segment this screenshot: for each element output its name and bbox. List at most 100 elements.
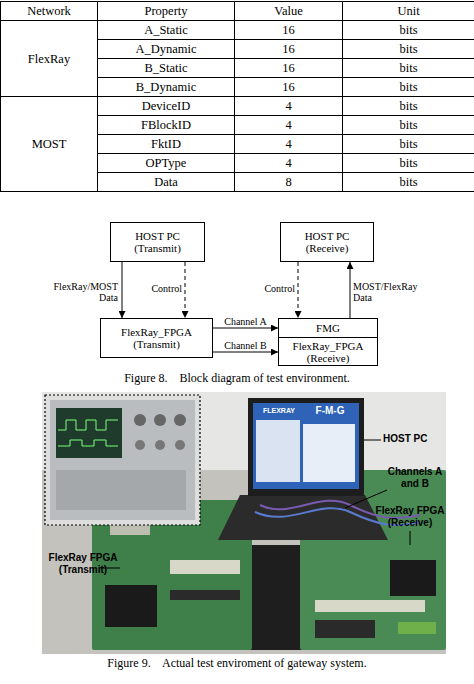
table-cell: 4 xyxy=(235,154,343,173)
table-cell: A_Dynamic xyxy=(98,40,235,59)
waveform xyxy=(58,440,118,446)
table-row: FlexRayA_Static16bits xyxy=(1,21,474,40)
table-cell: bits xyxy=(343,154,474,173)
table-cell: Property xyxy=(98,2,235,21)
knob xyxy=(154,414,166,426)
board-connector xyxy=(170,590,240,600)
table-cell: bits xyxy=(343,40,474,59)
table-cell: Value xyxy=(235,2,343,21)
box-text: FlexRay_FPGA (Transmit) xyxy=(115,326,199,350)
cell-text: Data xyxy=(154,175,178,189)
process-box: HOST PC (Transmit) xyxy=(110,222,205,262)
text-label: FlexRay FPGA (Receive) xyxy=(372,505,448,529)
table-row: Network Property Value Unit xyxy=(1,2,474,21)
table-cell: B_Static xyxy=(98,59,235,78)
cell-text: OPType xyxy=(146,156,187,170)
table-cell: 4 xyxy=(235,135,343,154)
table-cell: Network xyxy=(1,2,98,21)
cell-text: B_Dynamic xyxy=(136,80,196,94)
cell-text: bits xyxy=(399,80,417,94)
table-cell: Data xyxy=(98,173,235,192)
board-connector xyxy=(315,600,425,612)
cell-text: 16 xyxy=(282,42,295,56)
table-cell: bits xyxy=(343,116,474,135)
leader-line xyxy=(364,440,381,441)
table-cell: B_Dynamic xyxy=(98,78,235,97)
cell-text: bits xyxy=(399,156,417,170)
cell-text: bits xyxy=(399,23,417,37)
control-arrow xyxy=(185,262,186,318)
cell-text: bits xyxy=(399,137,417,151)
photo-background xyxy=(42,392,446,654)
laptop-screen-frame xyxy=(248,398,364,496)
text-label: FlexRay FPGA (Transmit) xyxy=(46,552,120,576)
table-cell: 8 xyxy=(235,173,343,192)
text-label: F-M-G xyxy=(303,405,357,417)
box-text: HOST PC (Receive) xyxy=(296,230,358,254)
cell-text: Unit xyxy=(397,4,419,18)
leader-line xyxy=(410,531,411,545)
data-arrow xyxy=(213,328,278,329)
text-label: Figure 8. Block diagram of test environm… xyxy=(0,371,474,385)
oscilloscope-panel xyxy=(56,470,186,510)
table-cell: FBlockID xyxy=(98,116,235,135)
inset-frame xyxy=(45,395,200,525)
box-text: FlexRay_FPGA (Receive) xyxy=(286,340,370,364)
knob xyxy=(155,440,165,450)
board-component xyxy=(315,620,375,638)
table-cell: A_Static xyxy=(98,21,235,40)
cell-text: bits xyxy=(399,99,417,113)
cell-text: A_Dynamic xyxy=(135,42,196,56)
cell-text: 16 xyxy=(282,23,295,37)
table-cell: DeviceID xyxy=(98,97,235,116)
table-cell: bits xyxy=(343,78,474,97)
cell-text: 4 xyxy=(285,99,291,113)
data-arrow xyxy=(213,352,278,353)
cell-text: FlexRay xyxy=(28,52,70,66)
table-cell: OPType xyxy=(98,154,235,173)
process-box: FlexRay_FPGA (Transmit) xyxy=(100,318,213,358)
table-cell: FktID xyxy=(98,135,235,154)
table-cell: bits xyxy=(343,135,474,154)
cell-text: bits xyxy=(399,42,417,56)
board-chip xyxy=(105,585,157,627)
table-row: Data 8 bits xyxy=(1,173,474,192)
cell-text: 4 xyxy=(285,118,291,132)
board-connector xyxy=(170,560,240,574)
screen-window xyxy=(256,420,300,482)
cell-text: 16 xyxy=(282,80,295,94)
table-cell: 16 xyxy=(235,59,343,78)
text-label: Channels A and B xyxy=(386,466,444,490)
table-row: FBlockID 4 bits xyxy=(1,116,474,135)
table-cell: bits xyxy=(343,21,474,40)
table-cell: bits xyxy=(343,173,474,192)
edge-label: Control xyxy=(257,283,295,294)
table-body: NetworkPropertyValueUnitFlexRayA_Static1… xyxy=(1,2,474,192)
board-chip xyxy=(390,560,436,596)
screen-window xyxy=(303,424,355,482)
data-arrow xyxy=(350,262,351,318)
waveform xyxy=(58,420,118,430)
cell-text: 8 xyxy=(285,175,291,189)
box-text: HOST PC (Transmit) xyxy=(127,230,189,254)
process-box: FMG xyxy=(278,318,378,338)
table-row: FktID 4 bits xyxy=(1,135,474,154)
edge-label: Channel A xyxy=(213,316,278,327)
table-row: A_Dynamic 16 bits xyxy=(1,40,474,59)
cell-text: 4 xyxy=(285,137,291,151)
board-display xyxy=(398,622,436,634)
data-arrow xyxy=(122,262,123,318)
cell-text: Property xyxy=(144,4,187,18)
foam-block xyxy=(250,545,305,650)
edge-label: Control xyxy=(144,283,182,294)
laptop-display xyxy=(253,403,359,489)
knob xyxy=(135,440,145,450)
box-text: FMG xyxy=(316,322,340,334)
cell-text: FBlockID xyxy=(141,118,191,132)
cell-text: bits xyxy=(399,61,417,75)
cell-text: bits xyxy=(399,118,417,132)
edge-label: FlexRay/MOST Data xyxy=(42,281,118,303)
process-box: FlexRay_FPGA (Receive) xyxy=(278,337,378,366)
cell-text: Value xyxy=(274,4,302,18)
